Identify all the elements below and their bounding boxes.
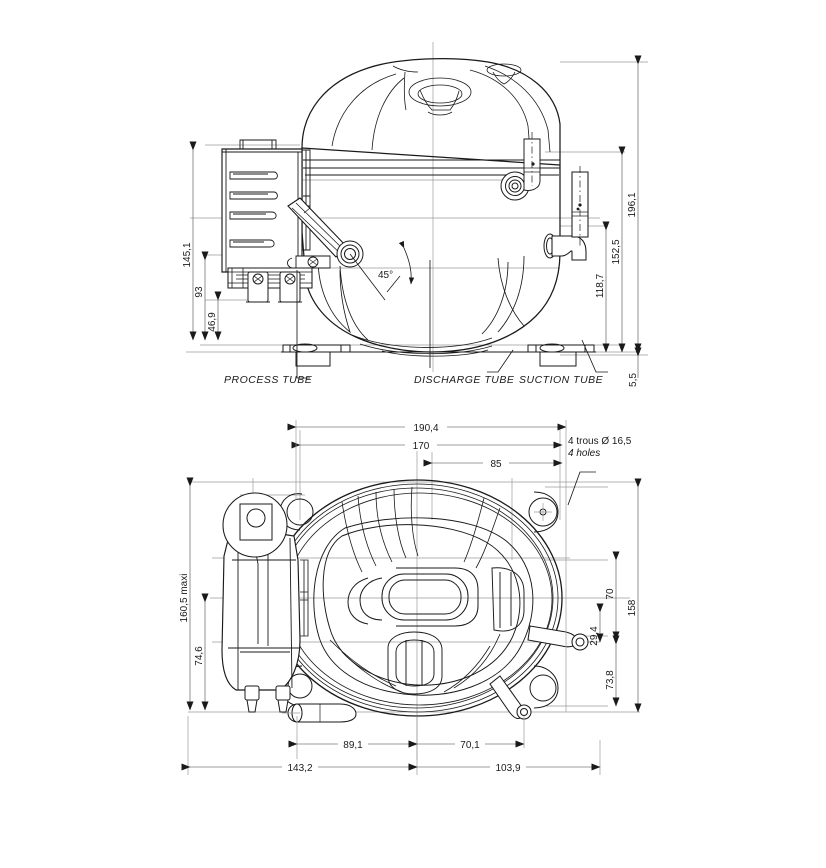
- dim-label-143-2: 143,2: [287, 763, 312, 774]
- hole-note-fr: 4 trous Ø 16,5: [568, 436, 632, 447]
- plan-dims-bottom: 89,1 70,1 143,2 103,9: [181, 716, 601, 775]
- dim-label-103-9: 103,9: [495, 763, 520, 774]
- dim-label-158: 158: [627, 599, 638, 616]
- hole-note-en: 4 holes: [568, 448, 600, 459]
- plan-center-boss: [347, 567, 479, 627]
- angle-annotation-45: 45°: [349, 240, 415, 301]
- plan-foot-bottom-right: [529, 665, 559, 709]
- dim-label-73-8: 73,8: [605, 670, 616, 690]
- compressor-shell-outline: [301, 58, 561, 353]
- hole-note: 4 trous Ø 16,5 4 holes: [567, 436, 632, 506]
- discharge-tube-port: [500, 132, 541, 201]
- plan-terminal-pins: [244, 685, 291, 713]
- dim-label-118-7: 118,7: [595, 273, 606, 298]
- discharge-tube-marker: [531, 162, 535, 166]
- dim-label-29-4: 29,4: [589, 626, 600, 646]
- terminal-pin-left: [247, 271, 269, 303]
- dim-label-74-6: 74,6: [194, 646, 205, 666]
- dim-label-93: 93: [194, 286, 205, 298]
- plan-lower-boss: [387, 631, 443, 695]
- dim-label-70: 70: [605, 588, 616, 600]
- terminal-box-slots: [229, 171, 278, 248]
- plan-dims-right: 158 70 29,4 73,8: [589, 478, 642, 713]
- plan-dims-left: 160,5 maxi 74,6: [179, 477, 209, 711]
- dim-label-70-1: 70,1: [460, 740, 480, 751]
- dim-label-5-5: 5,5: [628, 373, 639, 387]
- terminal-box: [221, 139, 313, 303]
- plan-foot-top-right: [528, 491, 559, 533]
- plan-discharge-tube: [489, 675, 532, 720]
- angle-45-label: 45°: [378, 270, 393, 281]
- elevation-view: 45° 145,1 93 46,9 196,1 152,5 118,7: [182, 42, 648, 387]
- elevation-dims-left: 145,1 93 46,9: [182, 141, 222, 341]
- plan-view: 190,4 170 85 4 trous Ø 16,5 4 holes 160,…: [179, 419, 642, 775]
- suction-tube: [543, 166, 589, 261]
- callout-suction-tube: SUCTION TUBE: [519, 374, 604, 386]
- plan-ribs: [329, 486, 501, 693]
- dim-label-170: 170: [413, 441, 430, 452]
- callout-discharge-tube: DISCHARGE TUBE: [414, 374, 515, 386]
- dim-label-190-4: 190,4: [413, 423, 438, 434]
- dim-label-196-1: 196,1: [627, 192, 638, 217]
- dim-label-89-1: 89,1: [343, 740, 363, 751]
- dim-label-85: 85: [490, 459, 502, 470]
- process-tube-clamp: [287, 255, 331, 269]
- dim-label-145-1: 145,1: [182, 242, 193, 267]
- dim-label-160-5: 160,5 maxi: [179, 574, 190, 623]
- elevation-callouts: PROCESS TUBE DISCHARGE TUBE SUCTION TUBE: [224, 260, 608, 386]
- callout-process-tube: PROCESS TUBE: [224, 374, 313, 386]
- plan-inner-casting: [313, 517, 534, 696]
- hole-note-leader: [567, 471, 596, 506]
- dim-label-46-9: 46,9: [207, 312, 218, 332]
- elevation-dims-right: 196,1 152,5 118,7 5,5: [595, 55, 642, 387]
- plan-side-slot: [491, 567, 525, 632]
- dome-detail: [331, 63, 551, 153]
- plan-process-tube: [282, 703, 357, 723]
- plan-terminal-box: [221, 492, 309, 713]
- plan-dims-top: 190,4 170 85: [287, 419, 567, 712]
- dim-label-152-5: 152,5: [611, 239, 622, 264]
- plan-suction-tube: [527, 625, 589, 651]
